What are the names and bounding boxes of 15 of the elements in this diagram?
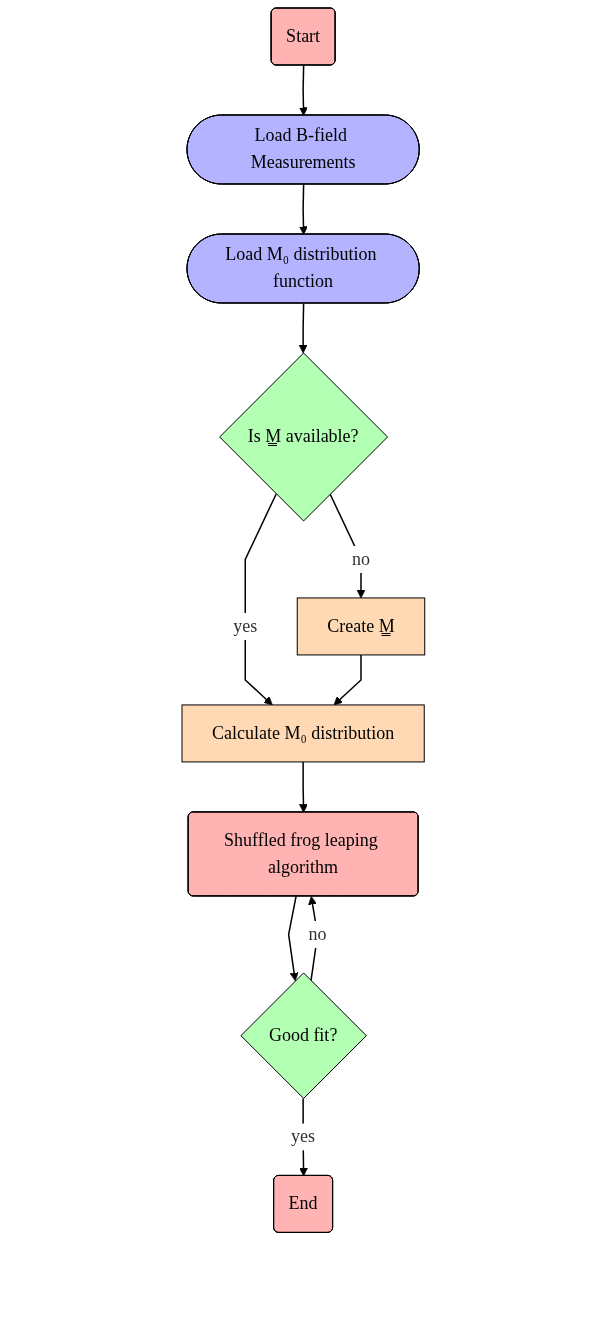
edge-label: no: [352, 548, 371, 569]
arrow: [333, 654, 362, 706]
node-box: Create M̳: [296, 597, 426, 656]
edge-label: yes: [233, 615, 258, 636]
arrow: [299, 183, 308, 235]
node-diamond: Is M̳ available?: [219, 352, 389, 522]
edge-label: no: [308, 923, 327, 944]
arrow: [298, 302, 308, 354]
node-box: Calculate M₀ distribution: [181, 704, 425, 763]
arrow: [299, 64, 308, 116]
arrow: [288, 895, 299, 982]
edge-label: yes: [291, 1126, 316, 1147]
arrow: [244, 493, 278, 706]
node-diamond: Good fit?: [240, 972, 367, 1099]
arrow: [299, 761, 308, 813]
